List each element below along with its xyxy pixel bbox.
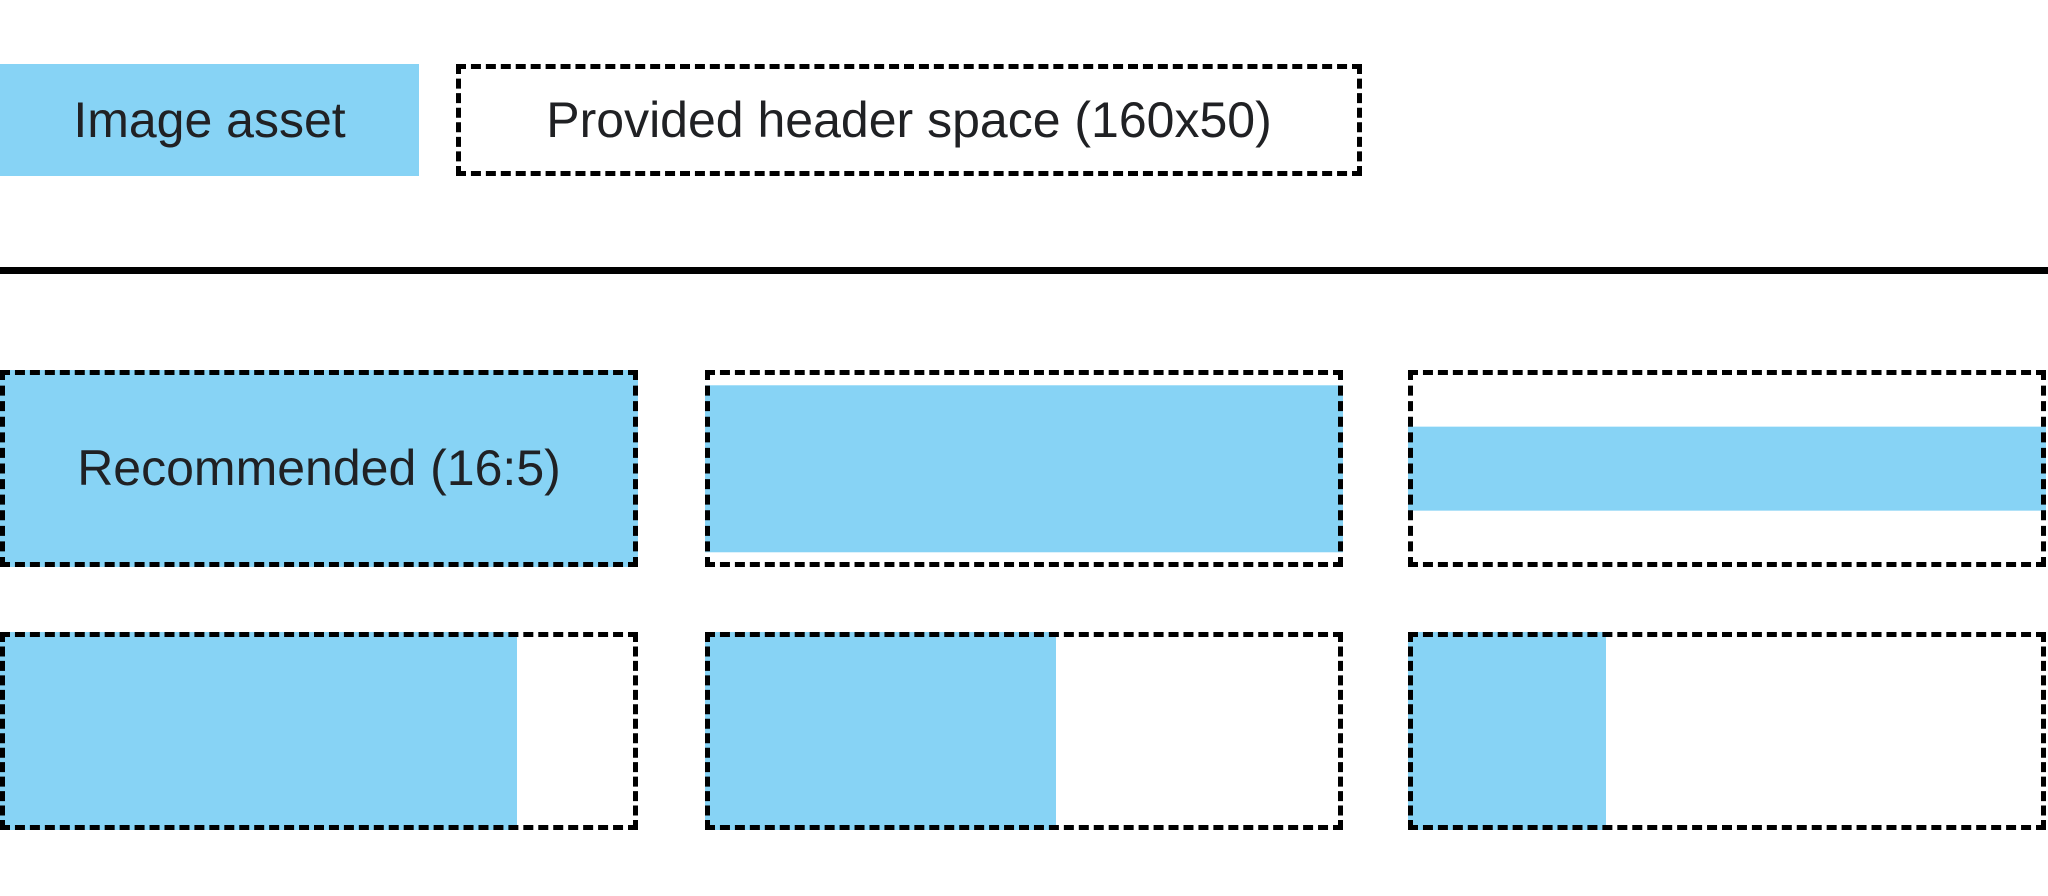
example-box-extra-wide-letterbox — [1408, 370, 2046, 567]
image-asset-fill — [705, 632, 1056, 830]
example-box-taller-pillarbox — [705, 632, 1343, 830]
image-asset-fill — [705, 384, 1343, 553]
image-asset-fill — [1408, 632, 1606, 830]
example-label — [0, 632, 638, 830]
image-asset-fill — [0, 370, 638, 567]
image-asset-fill — [1408, 426, 2046, 511]
legend-header-space-box: Provided header space (160x50) — [456, 64, 1362, 176]
legend-header-space-label: Provided header space (160x50) — [546, 91, 1272, 148]
example-label — [1408, 632, 2046, 830]
example-box-tallest-pillarbox — [1408, 632, 2046, 830]
example-box-wide-letterbox — [705, 370, 1343, 567]
example-box-tall-pillarbox — [0, 632, 638, 830]
legend-image-asset-swatch: Image asset — [0, 64, 419, 176]
example-label — [1408, 370, 2046, 567]
legend-image-asset-label: Image asset — [73, 91, 346, 148]
section-divider-line — [0, 267, 2048, 274]
recommended-label: Recommended (16:5) — [77, 440, 561, 496]
image-asset-fill — [0, 632, 517, 830]
example-label — [705, 370, 1343, 567]
example-box-recommended-16-5: Recommended (16:5) — [0, 370, 638, 567]
example-label — [705, 632, 1343, 830]
